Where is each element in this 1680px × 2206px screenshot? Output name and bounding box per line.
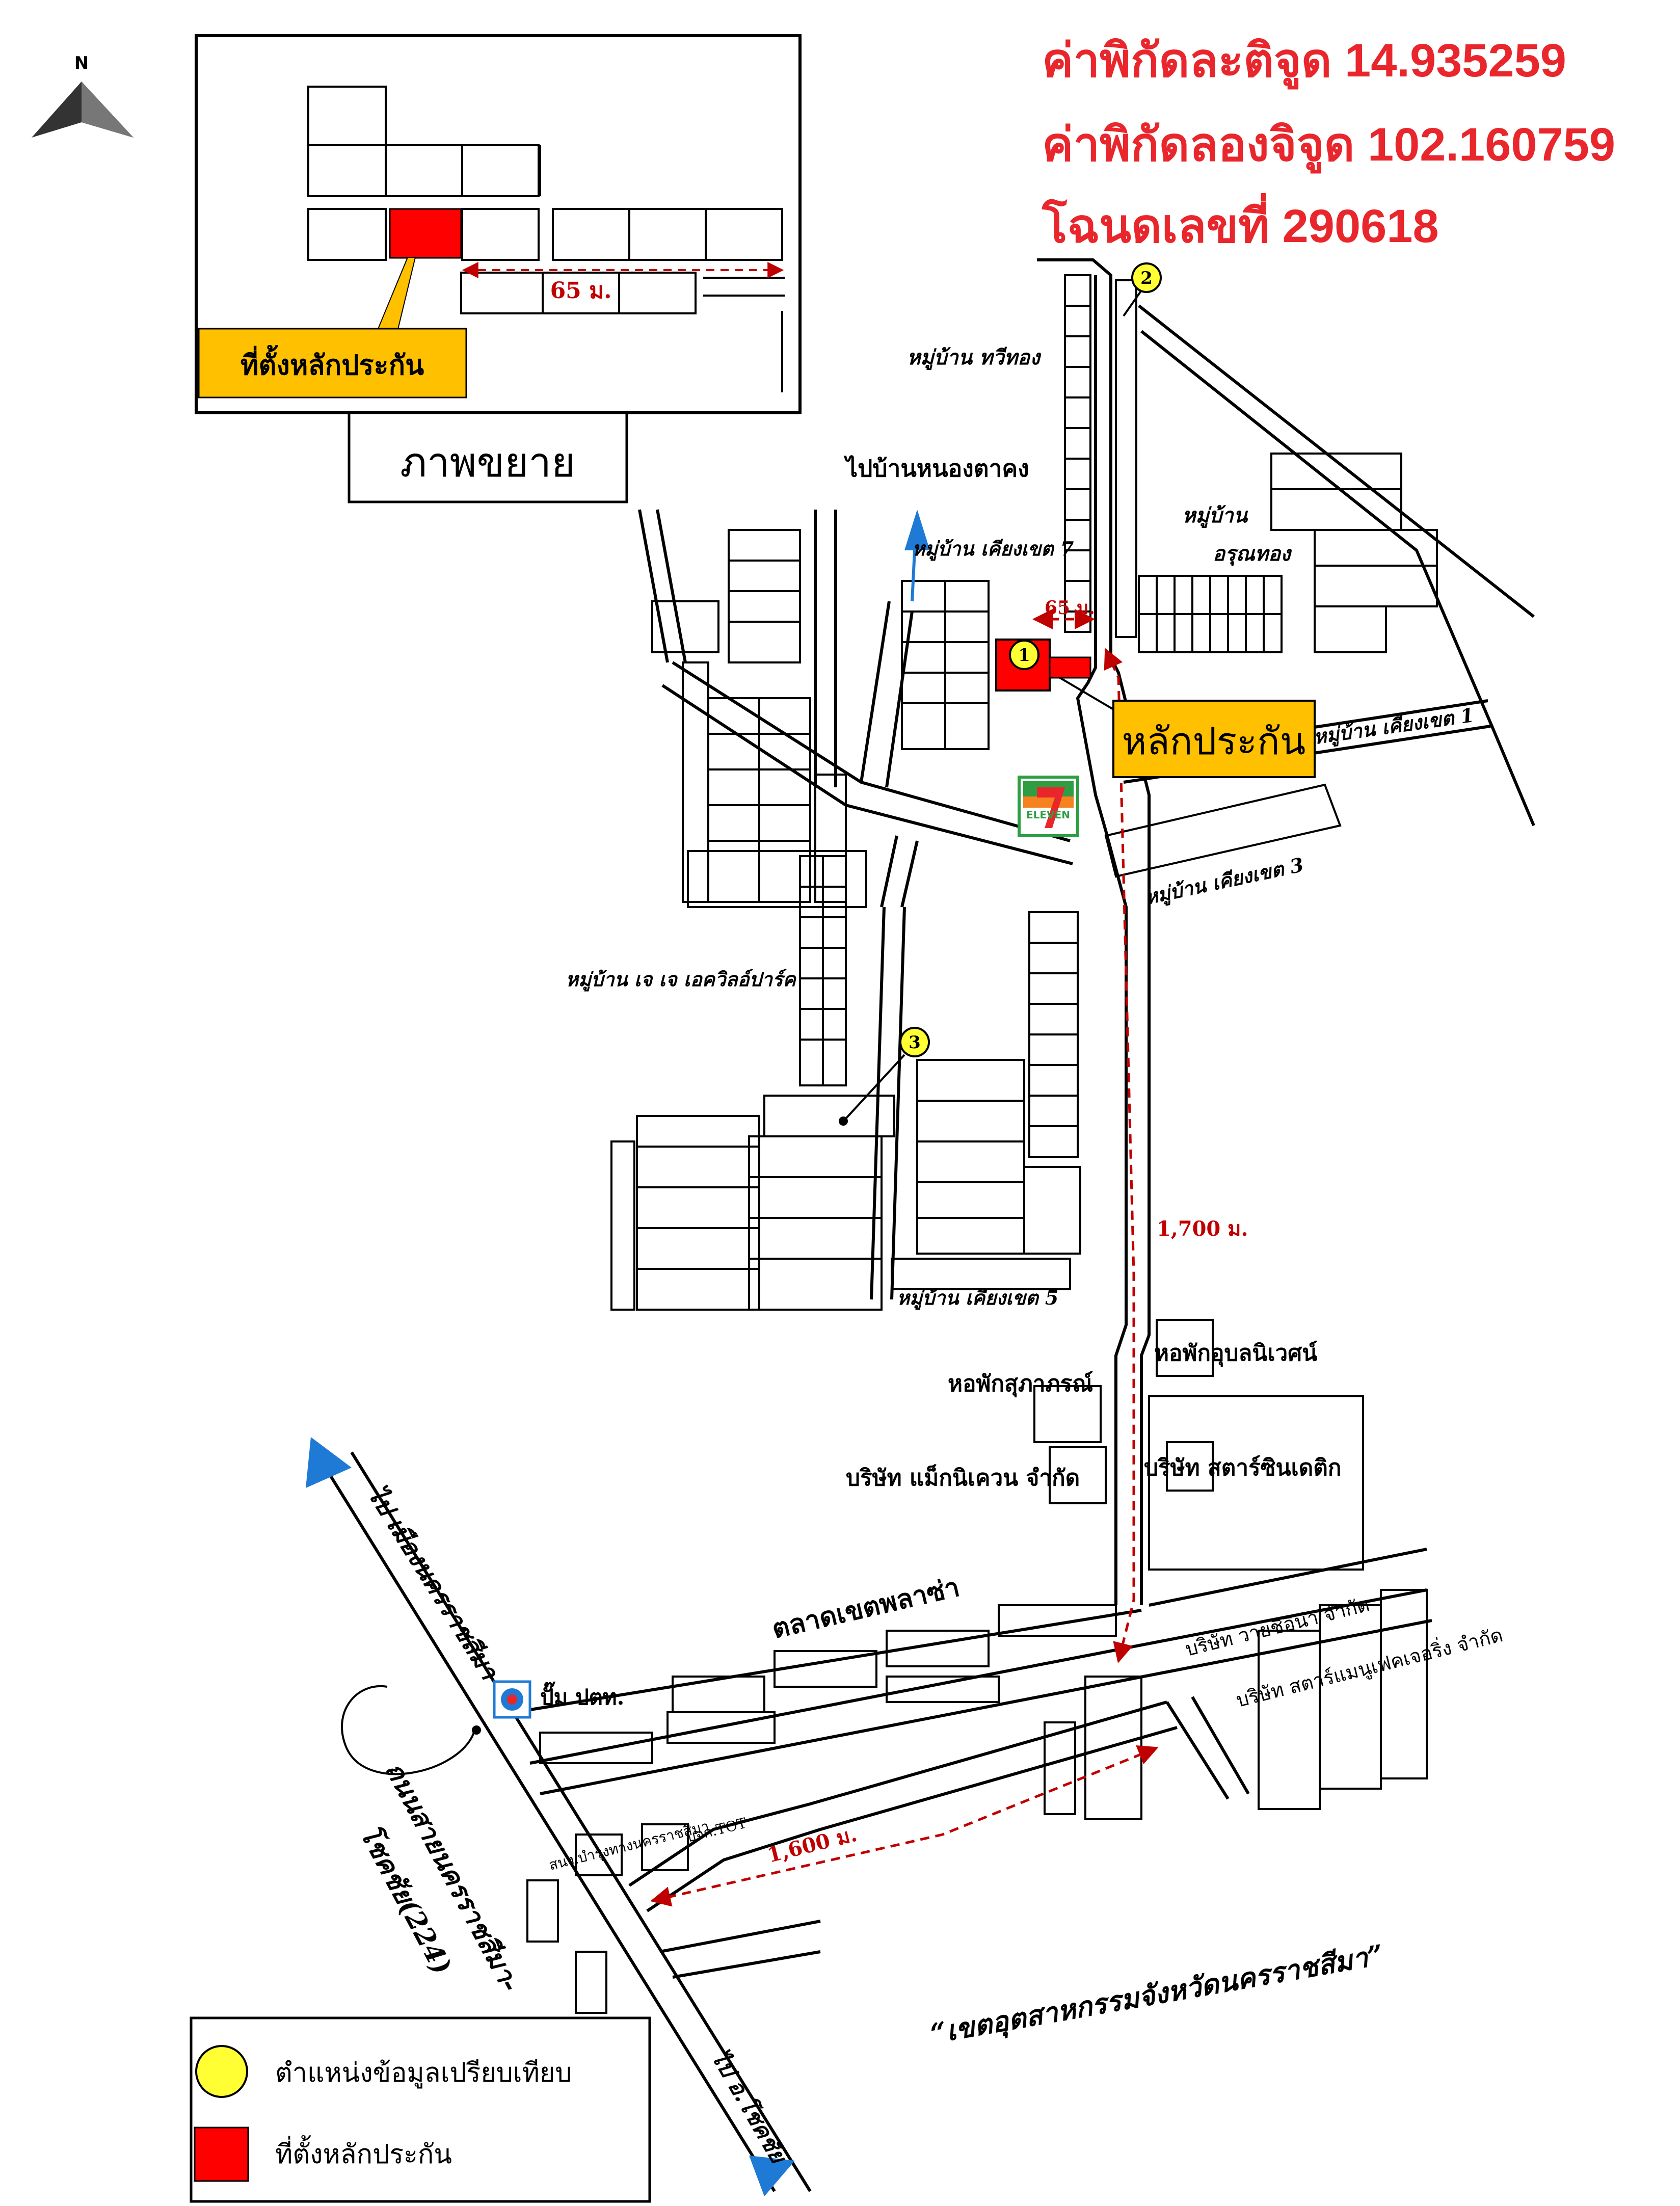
label-village-kiang-khet-5: หมู่บ้าน เคียงเขต 5	[897, 1286, 1058, 1310]
inset-map: 65 ม. ที่ตั้งหลักประกัน ภาพขยาย	[195, 34, 802, 503]
label-village-kiang-khet-1: หมู่บ้าน เคียงเขต 1	[1312, 703, 1476, 750]
legend-label-comparison: ตำแหน่งข้อมูลเปรียบเทียบ	[275, 2058, 572, 2089]
direction-arrows	[306, 510, 930, 2196]
seven-eleven-icon: ELEVEN	[1018, 776, 1079, 837]
label-dorm-ubon: หอพักอุบลนิเวศน์	[1154, 1340, 1318, 1367]
label-market: ตลาดเขตพลาซ่า	[769, 1572, 963, 1645]
seven-eleven-label: ELEVEN	[1026, 809, 1070, 821]
label-co-star: บริษัท สตาร์ซินเดติก	[1144, 1455, 1341, 1481]
longitude-text: ค่าพิกัดลองจิจูด 102.160759	[1042, 119, 1615, 174]
distance-arrows	[650, 609, 1159, 1907]
marker-2	[1131, 262, 1162, 293]
legend: ตำแหน่งข้อมูลเปรียบเทียบ ที่ตั้งหลักประก…	[190, 2016, 651, 2203]
coordinates-header: ค่าพิกัดละติจูด 14.935259 ค่าพิกัดลองจิจ…	[1042, 35, 1615, 252]
collateral-callout-box	[1112, 700, 1316, 778]
label-dist-1600: 1,600 ม.	[765, 1822, 860, 1868]
deed-number-text: โฉนดเลขที่ 290618	[1042, 193, 1439, 252]
label-village-jj: หมู่บ้าน เจ เจ เอควิลอ์ปาร์ค	[566, 968, 796, 992]
yellow-circle-icon	[195, 2045, 248, 2098]
inset-distance-label: 65 ม.	[550, 278, 612, 304]
label-dist-65: 65 ม.	[1045, 597, 1095, 619]
label-village-thawi-thong: หมู่บ้าน ทวีทอง	[907, 345, 1042, 370]
label-village-aroon-thong-1: หมู่บ้าน	[1182, 503, 1248, 528]
marker-2-label: 2	[1140, 268, 1153, 288]
marker-3	[899, 1027, 930, 1057]
label-dist-1700: 1,700 ม.	[1157, 1217, 1248, 1241]
city-blocks	[526, 274, 1438, 2014]
ptt-station-icon	[493, 1680, 531, 1719]
label-ptt: ปั๊ม ปตท.	[540, 1681, 624, 1710]
inset-caption: ภาพขยาย	[400, 439, 575, 486]
label-village-kiang-khet-7: หมู่บ้าน เคียงเขต 7	[912, 537, 1074, 561]
legend-label-collateral: ที่ตั้งหลักประกัน	[275, 2135, 452, 2170]
map-labels: ไปบ้านหนองตาคง หมู่บ้าน ทวีทอง หมู่บ้าน …	[354, 345, 1506, 2169]
label-co-magnecomp: บริษัท แม็กนิเควน จำกัด	[846, 1464, 1080, 1491]
arrow-nong-ta-khong-icon	[904, 510, 930, 550]
label-dorm-suphaporn: หอพักสุภาภรณ์	[948, 1371, 1093, 1398]
arrow-korat-icon	[306, 1437, 352, 1488]
label-industrial-estate: “เขตอุตสาหกรรมจังหวัดนครราชสีมา”	[928, 1938, 1386, 2051]
label-village-aroon-thong-2: อรุณทอง	[1213, 542, 1292, 567]
label-to-korat: ไป เมืองนครราชสีมา	[362, 1481, 504, 1686]
inset-callout-box	[198, 328, 467, 398]
marker-1-label: 1	[1018, 645, 1030, 666]
north-arrow-icon: N	[32, 53, 134, 138]
inset-collateral-plot	[389, 208, 462, 259]
label-to-nong-ta-khong: ไปบ้านหนองตาคง	[843, 455, 1029, 482]
red-square-icon	[194, 2127, 249, 2182]
marker-1	[1009, 640, 1039, 670]
label-village-kiang-khet-3: หมู่บ้าน เคียงเขต 3	[1143, 853, 1306, 910]
latitude-text: ค่าพิกัดละติจูด 14.935259	[1042, 35, 1566, 90]
north-label: N	[74, 53, 89, 73]
marker-3-label: 3	[909, 1032, 921, 1053]
arrow-chok-chai-icon	[749, 2156, 795, 2196]
comparison-markers: 1 2 3	[839, 262, 1162, 1126]
inset-callout-label: ที่ตั้งหลักประกัน	[241, 345, 424, 381]
label-tot: บจก.TOT	[685, 1815, 749, 1846]
collateral-callout-label: หลักประกัน	[1122, 720, 1306, 763]
